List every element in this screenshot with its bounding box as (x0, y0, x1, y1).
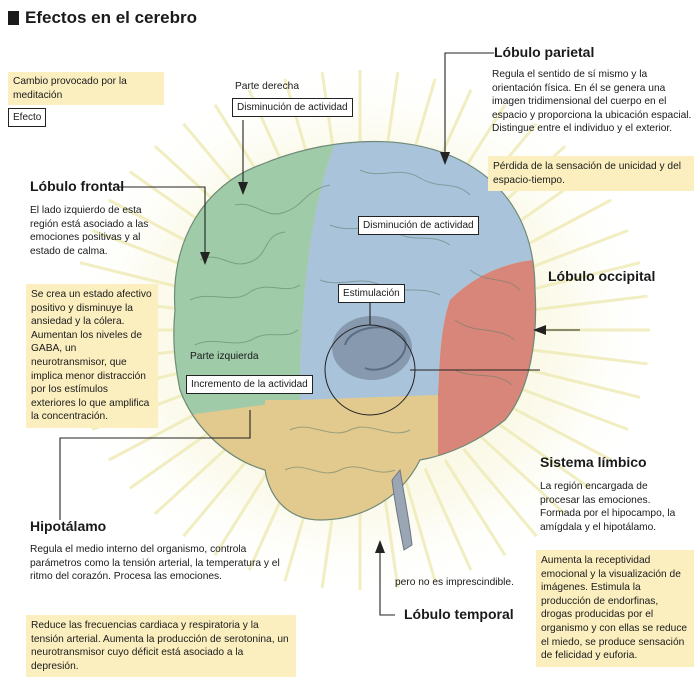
glow-ray (528, 294, 648, 312)
label-decrease-parietal: Disminución de actividad (358, 216, 479, 235)
glow-ray (516, 386, 629, 431)
label-stimulation: Estimulación (338, 284, 405, 303)
parietal-heading: Lóbulo parietal (494, 44, 595, 60)
title-text: Efectos en el cerebro (25, 8, 197, 27)
glow-ray (213, 459, 277, 556)
frontal-effect: Se crea un estado afectivo positivo y di… (26, 284, 158, 428)
glow-ray (528, 348, 648, 366)
parietal-effect: Pérdida de la sensación de unicidad y de… (488, 156, 694, 192)
glow-ray (523, 367, 641, 399)
hypothalamus-effect: Reduce las frecuencias cardiaca y respir… (26, 615, 296, 678)
legend-change: Cambio provocado por la meditación (8, 72, 164, 106)
glow-ray (443, 459, 507, 556)
glow-ray (423, 467, 473, 571)
glow-ray (462, 448, 538, 538)
label-left-side: Parte izquierda (190, 351, 259, 362)
arrow-heads (200, 152, 546, 553)
limbic-description: La región encargada de procesar las emoc… (540, 481, 676, 533)
frontal-heading: Lóbulo frontal (30, 178, 125, 194)
limbic-fold (344, 326, 407, 371)
brainstem (391, 468, 413, 551)
glow-ray (402, 474, 437, 582)
hypothalamus-heading: Hipotálamo (30, 518, 107, 534)
temporal-heading: Lóbulo temporal (404, 606, 514, 622)
legend-effect: Efecto (8, 108, 47, 127)
lobe-occipital (438, 259, 536, 470)
label-increase: Incremento de la actividad (186, 375, 313, 394)
glow-ray (182, 448, 258, 538)
parietal-description: Regula el sentido de sí mismo y la orien… (492, 69, 692, 135)
brain-outline (173, 140, 537, 521)
glow-ray (523, 261, 641, 293)
label-not-essential: pero no es imprescindible. (395, 577, 514, 588)
glow-ray (479, 434, 567, 515)
frontal-description: El lado izquierdo de esta región está as… (30, 205, 149, 257)
label-decrease-top: Disminución de actividad (232, 98, 353, 117)
limbic-effect: Aumenta la receptividad emocional y la v… (536, 550, 694, 667)
limbic-heading: Sistema límbico (540, 454, 647, 470)
label-right-side: Parte derecha (235, 81, 299, 92)
glow-ray (506, 403, 612, 462)
glow-ray (494, 420, 591, 490)
connector-lines (59, 52, 580, 616)
page-title: Efectos en el cerebro (8, 8, 197, 28)
occipital-heading: Lóbulo occipital (548, 268, 656, 284)
glow-ray (516, 229, 629, 274)
hypothalamus-description: Regula el medio interno del organismo, c… (30, 544, 280, 583)
title-square-icon (8, 11, 19, 25)
